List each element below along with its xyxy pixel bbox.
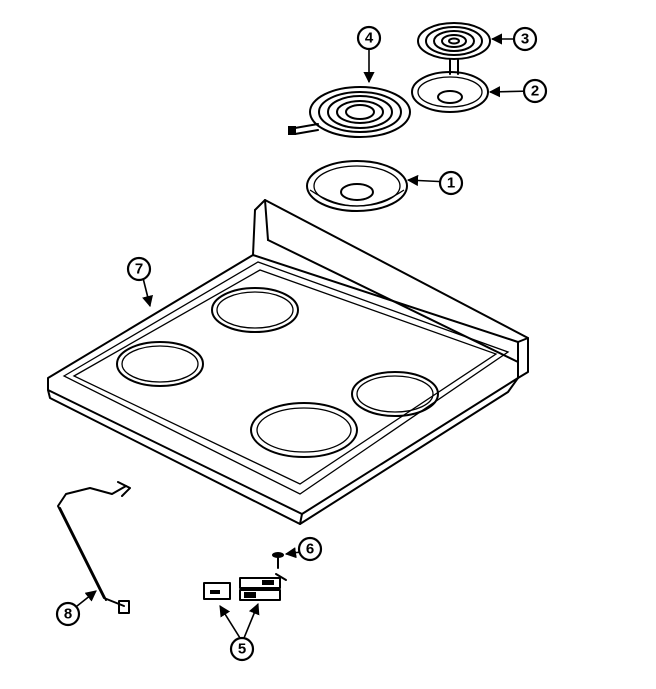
element-large — [288, 86, 411, 138]
drip-bowl-small — [411, 71, 489, 113]
svg-text:7: 7 — [135, 261, 143, 278]
screw — [272, 552, 284, 569]
element-small — [417, 22, 491, 75]
burner-opening-front-right — [250, 402, 358, 458]
svg-text:5: 5 — [238, 641, 246, 658]
callout-7: 7 — [126, 256, 152, 282]
drip-bowl-large — [306, 160, 408, 212]
callout-6: 6 — [297, 536, 323, 562]
callout-4: 4 — [356, 25, 382, 51]
burner-opening-front-left — [116, 341, 204, 387]
svg-text:2: 2 — [531, 83, 539, 100]
svg-text:1: 1 — [447, 175, 455, 192]
callout-8: 8 — [55, 601, 81, 627]
callout-5: 5 — [229, 636, 255, 662]
callout-3: 3 — [512, 26, 538, 52]
svg-text:4: 4 — [365, 30, 374, 47]
burner-opening-rear-right — [351, 371, 439, 417]
receptacle-kit — [203, 573, 287, 601]
burner-opening-rear-left — [211, 287, 299, 333]
cooktop — [47, 199, 529, 525]
svg-text:8: 8 — [64, 606, 72, 623]
svg-text:6: 6 — [306, 541, 314, 558]
svg-text:3: 3 — [521, 31, 529, 48]
callout-2: 2 — [522, 78, 548, 104]
callout-1: 1 — [438, 170, 464, 196]
ground-wire — [57, 481, 131, 614]
